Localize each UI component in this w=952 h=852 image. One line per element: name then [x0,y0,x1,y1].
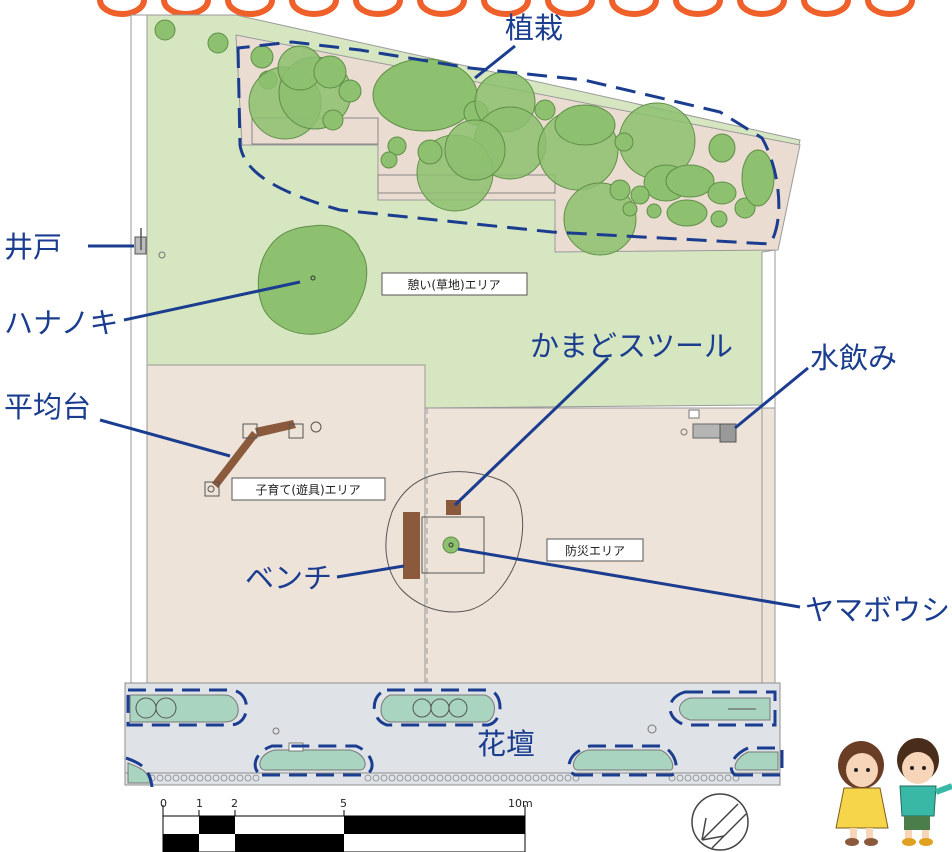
callout-bench: ベンチ [245,561,332,595]
curb-block [708,774,716,782]
scale-tick-10: 10m [508,797,533,810]
callout-dogwood: ヤマボウシ [805,593,950,627]
curb-block [396,774,404,782]
curb-block [164,774,172,782]
drinking-fountain-icon [719,423,737,443]
flowerbeds [127,694,779,784]
callout-well: 井戸 [4,230,62,264]
rest-area-label: 憩い(草地)エリア [407,277,500,292]
curb-block [516,774,524,782]
scale-tick-1: 1 [196,797,203,810]
curb-block [508,774,516,782]
curb-block [724,774,732,782]
planting-trees [154,19,775,256]
curb-block [500,774,508,782]
curb-block [172,774,180,782]
curb-block [468,774,476,782]
curb-block [484,774,492,782]
curb-block [404,774,412,782]
curb-block [412,774,420,782]
curb-block [236,774,244,782]
disaster-area-label: 防災エリア [565,543,625,558]
curb-block [380,774,388,782]
curb-block [524,774,532,782]
top-decoration [97,0,915,17]
curb-block [540,774,548,782]
dogwood-tree [442,536,460,554]
curb-block [220,774,228,782]
scale-bar: 0 1 2 5 10m [160,797,533,852]
scale-tick-5: 5 [340,797,347,810]
curb-blocks [148,774,740,782]
curb-block [228,774,236,782]
callout-drinking: 水飲み [810,341,897,375]
callout-stool: かまどスツール [530,329,733,363]
scale-tick-2: 2 [231,797,238,810]
curb-block [204,774,212,782]
curb-block [548,774,556,782]
curb-block [388,774,396,782]
curb-block [716,774,724,782]
kids-area-label: 子育て(遊具)エリア [255,482,360,497]
curb-block [564,774,572,782]
north-arrow-icon [691,793,749,851]
callout-planting: 植栽 [505,11,563,45]
curb-block [420,774,428,782]
curb-block [212,774,220,782]
curb-block [676,774,684,782]
curb-block [476,774,484,782]
curb-block [196,774,204,782]
curb-block [244,774,252,782]
callout-balance-beam: 平均台 [4,390,91,424]
curb-block [556,774,564,782]
west-strip [130,14,148,684]
curb-block [428,774,436,782]
callout-flowerbed: 花壇 [477,727,535,761]
planting-boundary [236,40,781,246]
curb-block [532,774,540,782]
balance-beam-icon [204,420,322,497]
curb-block [444,774,452,782]
leader-lines [88,44,809,609]
curb-block [436,774,444,782]
canopy-outline [385,471,524,613]
curb-block [188,774,196,782]
flowerbed-outlines [125,688,784,788]
curb-block [180,774,188,782]
curb-block [684,774,692,782]
curb-block [460,774,468,782]
scale-tick-0: 0 [160,797,167,810]
curb-block [492,774,500,782]
kids-area-ground [146,364,426,684]
curb-block [364,774,372,782]
curb-block [692,774,700,782]
bench-icon [403,512,420,579]
children-illustration [835,738,952,846]
curb-block [452,774,460,782]
curb-block [156,774,164,782]
kamado-pit [421,516,485,574]
curb-block [252,774,260,782]
callout-alder: ハナノキ [4,306,119,340]
curb-block [372,774,380,782]
curb-block [700,774,708,782]
